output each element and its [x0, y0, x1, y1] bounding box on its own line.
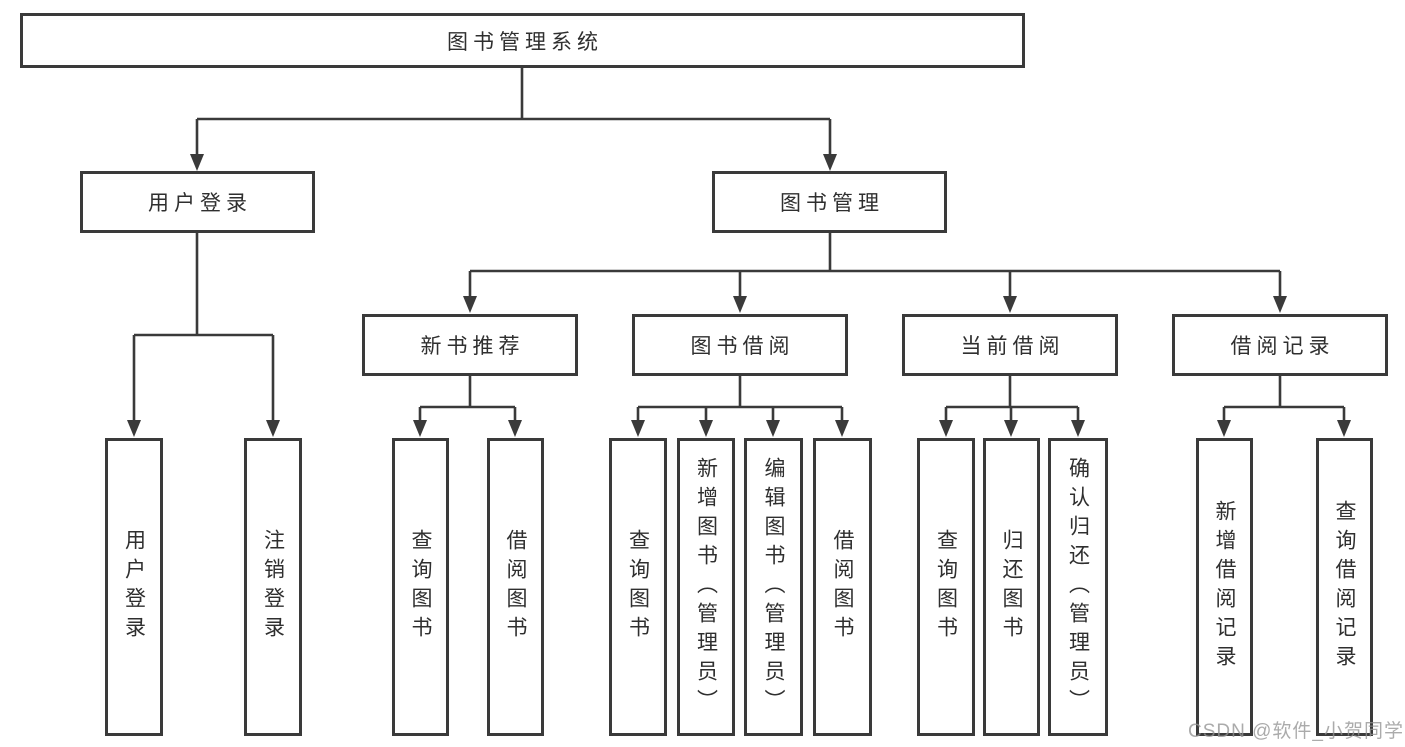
leaf-bb-add-books-admin: 新增图书（管理员） [677, 438, 735, 736]
arrowhead-bb-borrow [835, 420, 849, 437]
node-book-management: 图书管理 [712, 171, 947, 233]
node-current-borrow: 当前借阅 [902, 314, 1118, 376]
csdn-watermark: CSDN @软件_小贺同学 [1188, 721, 1404, 742]
leaf-bb-add-books-admin-label: 新增图书（管理员） [694, 456, 718, 718]
arrowhead-book-borrow [733, 296, 747, 313]
arrowhead-bb-edit [766, 420, 780, 437]
node-user-login: 用户登录 [80, 171, 315, 233]
leaf-cb-query-books: 查询图书 [917, 438, 975, 736]
arrowheads [127, 154, 1351, 437]
leaf-bb-edit-books-admin: 编辑图书（管理员） [744, 438, 803, 736]
arrowhead-new-book-rec [463, 296, 477, 313]
arrowhead-user-login [190, 154, 204, 171]
node-book-management-label: 图书管理 [780, 192, 884, 215]
leaf-bb-query-books-label: 查询图书 [626, 529, 650, 645]
leaf-cb-return-books-label: 归还图书 [1000, 529, 1023, 645]
node-borrow-records-label: 借阅记录 [1230, 335, 1335, 358]
leaf-bb-query-books: 查询图书 [609, 438, 667, 736]
arrowhead-nbr-borrow [508, 420, 522, 437]
node-current-borrow-label: 当前借阅 [960, 335, 1065, 358]
leaf-nbr-borrow-books: 借阅图书 [487, 438, 544, 736]
leaf-cb-confirm-return-admin-label: 确认归还（管理员） [1066, 456, 1090, 718]
leaf-nbr-query-books: 查询图书 [392, 438, 449, 736]
leaf-br-query-record-label: 查询借阅记录 [1333, 500, 1356, 674]
leaf-bb-edit-books-admin-label: 编辑图书（管理员） [762, 456, 785, 718]
arrowhead-br-add [1217, 420, 1231, 437]
leaf-cb-confirm-return-admin: 确认归还（管理员） [1048, 438, 1108, 736]
arrowhead-leaf-user-login [127, 420, 141, 437]
leaf-nbr-borrow-books-label: 借阅图书 [504, 529, 527, 645]
leaf-br-add-record: 新增借阅记录 [1196, 438, 1253, 736]
arrowhead-current-borrow [1003, 296, 1017, 313]
arrowhead-nbr-query [413, 420, 427, 437]
node-user-login-label: 用户登录 [148, 192, 252, 215]
leaf-nbr-query-books-label: 查询图书 [409, 529, 432, 645]
leaf-bb-borrow-books: 借阅图书 [813, 438, 872, 736]
leaf-br-add-record-label: 新增借阅记录 [1213, 500, 1236, 674]
connector-lines [132, 68, 1346, 422]
arrowhead-cb-return [1004, 420, 1018, 437]
arrowhead-cb-confirm [1071, 420, 1085, 437]
leaf-logout: 注销登录 [244, 438, 302, 736]
leaf-user-login: 用户登录 [105, 438, 163, 736]
arrowhead-leaf-logout [266, 420, 280, 437]
node-new-book-recommend-label: 新书推荐 [420, 335, 525, 358]
leaf-cb-return-books: 归还图书 [983, 438, 1040, 736]
arrowhead-borrow-records [1273, 296, 1287, 313]
leaf-logout-label: 注销登录 [261, 529, 285, 645]
leaf-bb-borrow-books-label: 借阅图书 [831, 529, 854, 645]
leaf-cb-query-books-label: 查询图书 [934, 529, 958, 645]
leaf-user-login-label: 用户登录 [122, 529, 146, 645]
node-book-borrow-label: 图书借阅 [690, 335, 795, 358]
node-root-label: 图书管理系统 [447, 30, 603, 54]
arrowhead-book-mgmt [823, 154, 837, 171]
node-root-system: 图书管理系统 [20, 13, 1025, 68]
arrowhead-bb-add [699, 420, 713, 437]
node-book-borrow: 图书借阅 [632, 314, 848, 376]
arrowhead-cb-query [939, 420, 953, 437]
node-borrow-records: 借阅记录 [1172, 314, 1388, 376]
node-new-book-recommend: 新书推荐 [362, 314, 578, 376]
arrowhead-bb-query [631, 420, 645, 437]
arrowhead-br-query [1337, 420, 1351, 437]
leaf-br-query-record: 查询借阅记录 [1316, 438, 1373, 736]
